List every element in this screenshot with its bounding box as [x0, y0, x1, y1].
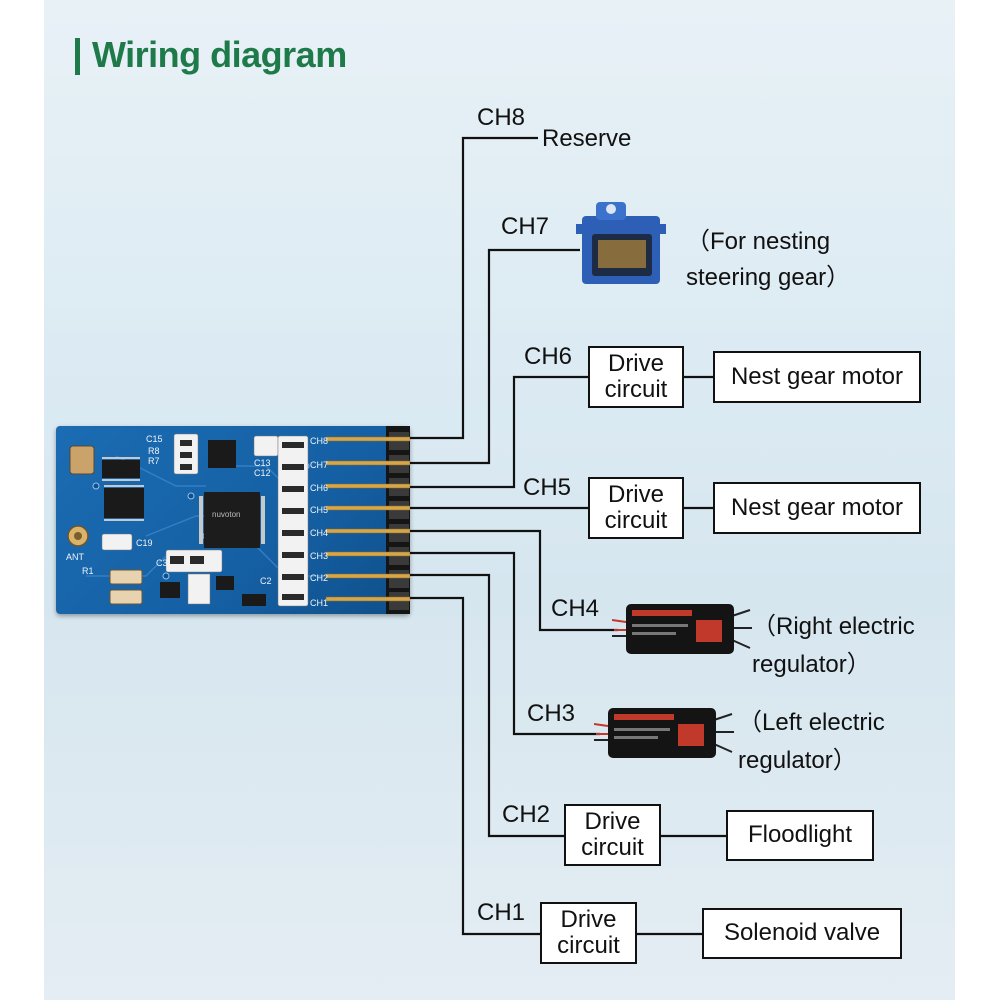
ch5-label: CH5 — [523, 474, 572, 501]
pcb-silk-r7: R7 — [148, 456, 160, 466]
ch3-note: （Left electric regulator） — [738, 709, 885, 774]
ch1-device-box: Solenoid valve — [702, 908, 902, 959]
servo-icon — [576, 202, 666, 284]
pcb-silk-ch7: CH7 — [310, 460, 329, 470]
ch4-label: CH4 — [551, 595, 600, 622]
ch8-label: CH8 — [477, 104, 526, 131]
receiver-board: C15 R8 R7 C13 C12 CH8 CH7 CH6 CH5 CH4 CH… — [56, 426, 410, 614]
pcb-silk-ch1: CH1 — [310, 598, 329, 608]
ch6-device-box: Nest gear motor — [713, 351, 921, 403]
pcb-silk-ch5: CH5 — [310, 505, 329, 515]
pcb-silk-r1: R1 — [82, 566, 94, 576]
wire-ch1 — [410, 596, 542, 936]
ch2-device-label: Floodlight — [747, 821, 853, 849]
wire-ch8 — [410, 136, 538, 440]
ch6-device-label: Nest gear motor — [730, 362, 904, 390]
ch1-drive-circuit-box: Drive circuit — [540, 902, 637, 964]
ch6-drive-circuit-box: Drive circuit — [588, 346, 684, 408]
pcb-silk-c2: C2 — [260, 576, 272, 586]
ch5-device-label: Nest gear motor — [730, 493, 904, 521]
esc-icon — [594, 708, 734, 758]
pcb-silk-c3: C3 — [156, 558, 168, 568]
page-title: Wiring diagram — [92, 34, 347, 75]
pcb-silk-ch3: CH3 — [310, 551, 329, 561]
ch1-label: CH1 — [477, 899, 526, 926]
pcb-silk-c12: C12 — [254, 468, 271, 478]
pcb-silk-c13: C13 — [254, 458, 271, 468]
ch2-label: CH2 — [502, 801, 551, 828]
pcb-silk-c15: C15 — [146, 434, 163, 444]
wire-ch3 — [410, 551, 600, 736]
pcb-silk-ch8: CH8 — [310, 436, 329, 446]
ch5-drive-circuit-label: Drive circuit — [604, 480, 668, 534]
wire-ch6 — [410, 375, 588, 489]
pcb-chip-brand: nuvoton — [212, 510, 241, 519]
ch7-note: （For nesting steering gear） — [686, 228, 851, 291]
ch5-device-box: Nest gear motor — [713, 482, 921, 534]
ch6-label: CH6 — [524, 343, 573, 370]
ch2-device-box: Floodlight — [726, 810, 874, 861]
ch7-label: CH7 — [501, 213, 550, 240]
wire-ch7 — [410, 248, 580, 465]
pcb-silk-ch6: CH6 — [310, 483, 329, 493]
receiver-board-art — [67, 426, 410, 614]
wire-ch2 — [410, 573, 566, 838]
ch3-label: CH3 — [527, 700, 576, 727]
ch8-reserve-label: Reserve — [542, 125, 632, 152]
pcb-silk-ant: ANT — [66, 552, 84, 562]
ch1-drive-circuit-label: Drive circuit — [557, 905, 620, 959]
pcb-silk-ch2: CH2 — [310, 573, 329, 583]
esc-icon — [612, 604, 752, 654]
pcb-silk-ch4: CH4 — [310, 528, 329, 538]
ch2-drive-circuit-box: Drive circuit — [564, 804, 661, 866]
ch4-note: （Right electric regulator） — [752, 613, 915, 678]
ch6-drive-circuit-label: Drive circuit — [604, 349, 668, 403]
ch5-drive-circuit-box: Drive circuit — [588, 477, 684, 539]
pcb-silk-c19: C19 — [136, 538, 153, 548]
pcb-silk-r8: R8 — [148, 446, 160, 456]
title-accent-bar — [75, 38, 80, 75]
ch2-drive-circuit-label: Drive circuit — [581, 807, 644, 861]
wire-ch4 — [410, 529, 618, 632]
ch1-device-label: Solenoid valve — [723, 919, 881, 947]
